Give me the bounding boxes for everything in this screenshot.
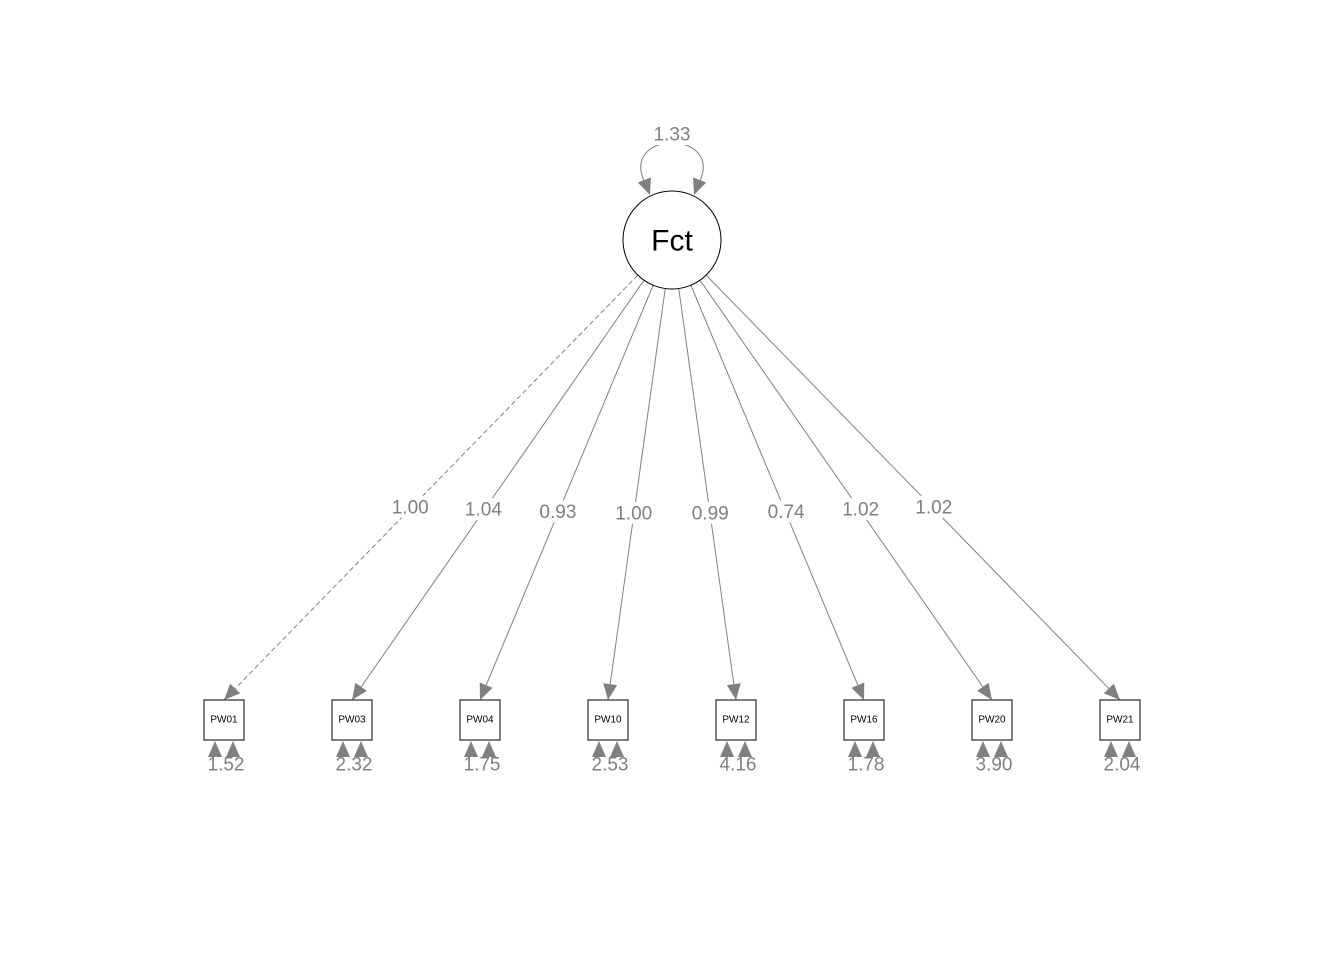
loading-value-pw20: 1.02 [842,500,879,521]
loading-path-pw12 [678,288,735,685]
edges-layer [208,142,1136,757]
residual-value-pw01: 1.52 [208,755,245,776]
residual-arrowhead-right-pw01 [226,741,240,757]
loading-path-pw04 [485,285,654,686]
indicator-label-pw03: PW03 [338,715,366,726]
loading-path-pw21 [705,274,1110,689]
loading-value-pw10-background [610,501,657,524]
residual-arrowhead-right-pw12 [738,741,752,757]
loading-value-pw21-background [910,495,957,518]
indicator-label-pw10: PW10 [594,715,622,726]
residual-value-pw03: 2.32 [336,755,373,776]
residual-value-pw20: 3.90 [976,755,1013,776]
indicator-label-pw16: PW16 [850,715,878,726]
latent-variance-loop [640,142,704,182]
latent-variance-value-background [649,123,695,145]
loading-path-pw10 [609,288,666,685]
loading-path-pw16 [690,285,859,686]
loading-arrowhead-pw10 [603,683,618,700]
loading-value-pw03-background [460,498,507,521]
loading-arrowhead-pw21 [1103,683,1120,700]
residual-arrowhead-right-pw10 [610,741,624,757]
indicator-label-pw01: PW01 [210,715,238,726]
latent-variance-arrowhead-left [637,177,651,195]
residual-arrowhead-left-pw04 [464,741,478,757]
loading-value-pw04-background [534,500,581,523]
residual-arrowhead-right-pw03 [354,741,368,757]
loading-value-pw12-background [687,501,734,524]
loading-arrowhead-pw03 [352,682,367,700]
residual-value-pw12: 4.16 [720,755,757,776]
indicator-node-pw16 [843,699,885,741]
loading-value-pw01: 1.00 [392,497,429,518]
latent-variance-value: 1.33 [654,125,691,146]
indicator-label-pw21: PW21 [1106,715,1134,726]
residual-value-pw16: 1.78 [848,755,885,776]
labels-layer: 1.00 1.04 0.93 1.00 0.99 0.74 1.02 1.02 1.33 1.52… [208,123,1141,776]
residual-arrowhead-right-pw16 [866,741,880,757]
loading-value-pw16: 0.74 [768,502,805,523]
residual-arrowhead-left-pw10 [592,741,606,757]
residual-arrowhead-right-pw21 [1122,741,1136,757]
indicator-node-pw01 [203,699,245,741]
loading-value-pw03: 1.04 [465,500,502,521]
residual-value-pw04: 1.75 [464,755,501,776]
loading-value-pw21: 1.02 [915,497,952,518]
loading-arrowhead-pw20 [977,682,992,700]
residual-arrowhead-left-pw16 [848,741,862,757]
indicator-label-pw20: PW20 [978,715,1006,726]
loading-value-pw16-background [763,500,810,523]
loading-arrowhead-pw04 [479,682,493,700]
loading-path-pw03 [360,279,645,688]
loading-value-pw10: 1.00 [615,503,652,524]
residual-value-pw10: 2.53 [592,755,629,776]
indicator-label-pw04: PW04 [466,715,494,726]
indicator-node-pw10 [587,699,629,741]
loading-value-pw12: 0.99 [692,503,729,524]
residual-arrowhead-left-pw21 [1104,741,1118,757]
loading-value-pw20-background [837,498,884,521]
indicator-node-pw21 [1099,699,1141,741]
loading-arrowhead-pw12 [726,683,741,700]
indicator-label-pw12: PW12 [722,715,750,726]
indicator-node-pw12 [715,699,757,741]
residual-arrowhead-right-pw20 [994,741,1008,757]
residual-arrowhead-left-pw12 [720,741,734,757]
loading-value-pw04: 0.93 [539,502,576,523]
loading-arrowhead-pw16 [851,682,865,700]
loading-value-pw01-background [387,495,434,518]
residual-value-pw21: 2.04 [1104,755,1141,776]
indicator-node-pw04 [459,699,501,741]
loading-path-pw01 [234,274,639,689]
latent-node-label: Fct [651,225,693,258]
loading-path-pw20 [699,279,984,688]
residual-arrowhead-left-pw01 [208,741,222,757]
residual-arrowhead-right-pw04 [482,741,496,757]
loading-arrowhead-pw01 [224,683,241,700]
residual-arrowhead-left-pw03 [336,741,350,757]
latent-variance-arrowhead-right [693,177,707,195]
latent-node [622,190,722,290]
residual-arrowhead-left-pw20 [976,741,990,757]
indicator-node-pw03 [331,699,373,741]
indicator-node-pw20 [971,699,1013,741]
